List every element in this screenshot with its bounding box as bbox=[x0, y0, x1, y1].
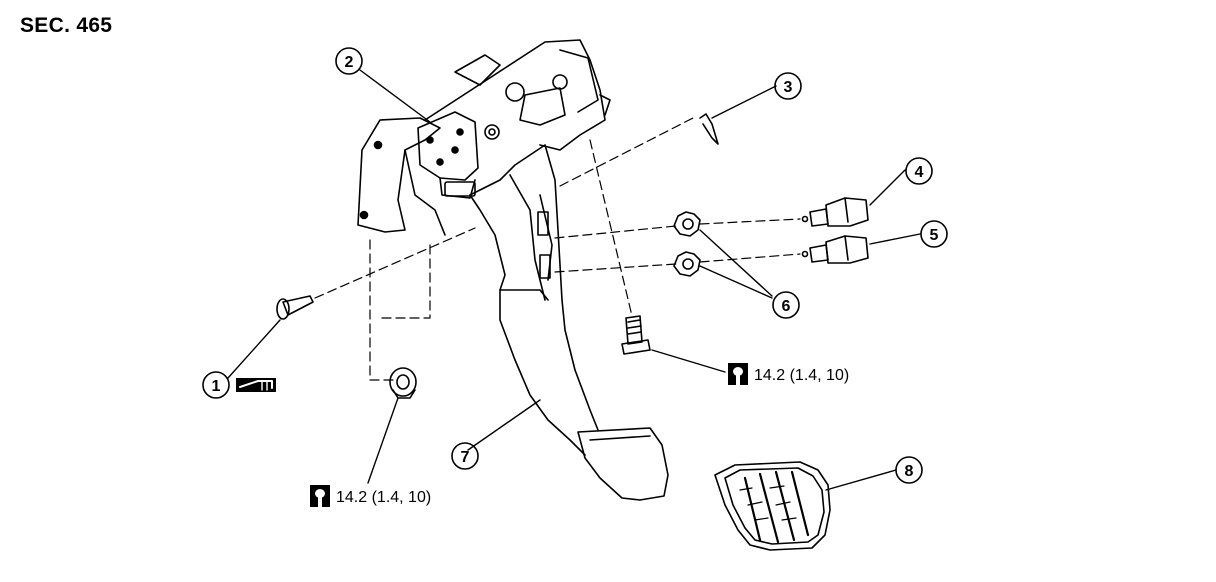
pedal-pad-rubber bbox=[714, 461, 831, 551]
tightening-torque-icon bbox=[310, 485, 330, 507]
grease-application-icon bbox=[236, 378, 276, 392]
callout-8 bbox=[895, 456, 923, 484]
callout-6 bbox=[772, 291, 800, 319]
bushing bbox=[389, 367, 417, 399]
callout-2-number: 2 bbox=[345, 54, 354, 71]
callout-5 bbox=[920, 220, 948, 248]
callout-4-number: 4 bbox=[915, 164, 924, 181]
callout-1-number: 1 bbox=[212, 378, 221, 395]
snap-pin bbox=[699, 113, 719, 145]
callout-2 bbox=[335, 47, 363, 75]
installation-lines bbox=[314, 117, 801, 381]
callout-5-number: 5 bbox=[930, 227, 939, 244]
callout-8-number: 8 bbox=[905, 463, 914, 480]
section-label: SEC. 465 bbox=[20, 14, 113, 37]
callout-1 bbox=[202, 371, 230, 399]
callout-6-number: 6 bbox=[782, 298, 791, 315]
callout-4 bbox=[905, 157, 933, 185]
brake-pedal-arm bbox=[469, 144, 669, 501]
torque-spec-bushing: 14.2 (1.4, 10) bbox=[310, 485, 431, 507]
brake-pedal-position-switch bbox=[801, 235, 869, 264]
tightening-torque-icon bbox=[728, 363, 748, 385]
torque-spec-bolt: 14.2 (1.4, 10) bbox=[728, 363, 849, 385]
pedal-box-assembly bbox=[417, 39, 611, 199]
pedal-bracket bbox=[357, 117, 446, 236]
callout-7 bbox=[451, 442, 479, 470]
callout-3-number: 3 bbox=[784, 79, 793, 96]
stop-lamp-switch bbox=[801, 197, 869, 227]
clevis-pin bbox=[276, 295, 314, 320]
callout-markers bbox=[202, 47, 948, 484]
switch-clips bbox=[673, 211, 701, 277]
torque-spec-bolt-value: 14.2 (1.4, 10) bbox=[754, 367, 850, 384]
callout-3 bbox=[774, 72, 802, 100]
torque-spec-bushing-value: 14.2 (1.4, 10) bbox=[336, 489, 432, 506]
mounting-bolt bbox=[621, 315, 651, 355]
callout-7-number: 7 bbox=[461, 449, 470, 466]
leader-lines bbox=[227, 69, 921, 491]
